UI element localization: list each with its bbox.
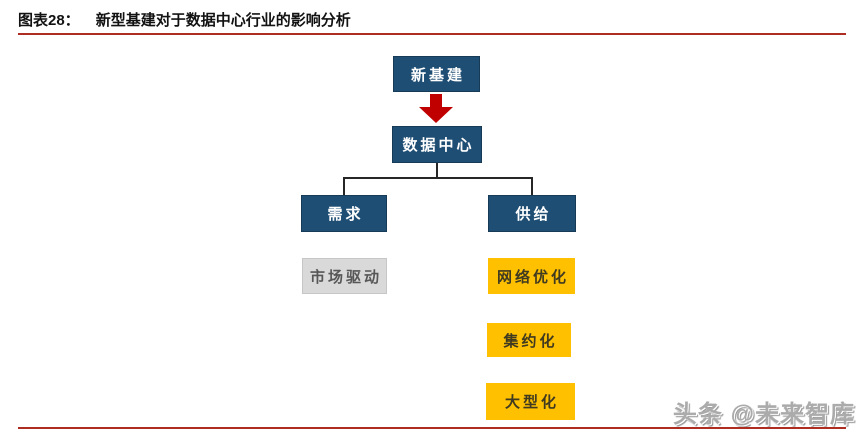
figure-number-label: 图表28： <box>18 12 80 29</box>
node-network-optimization: 网络优化 <box>488 258 575 294</box>
node-intensification: 集约化 <box>487 323 571 357</box>
bottom-rule-divider <box>18 427 846 429</box>
connector-horizontal <box>343 177 533 179</box>
node-large-scale: 大型化 <box>486 383 575 420</box>
figure-title: 图表28： 新型基建对于数据中心行业的影响分析 <box>18 9 351 30</box>
figure-title-text: 新型基建对于数据中心行业的影响分析 <box>95 12 351 29</box>
connector-center-down <box>436 163 438 178</box>
node-demand: 需求 <box>301 195 387 232</box>
connector-right-down <box>531 178 533 195</box>
watermark-text: 头条 @未来智库 <box>672 401 855 428</box>
node-data-center: 数据中心 <box>392 126 482 163</box>
connector-left-down <box>343 178 345 195</box>
top-rule-divider <box>18 33 846 35</box>
down-arrow-icon <box>419 94 453 123</box>
node-supply: 供给 <box>488 195 576 232</box>
node-market-driven: 市场驱动 <box>302 258 387 294</box>
node-new-infrastructure: 新基建 <box>393 56 480 92</box>
